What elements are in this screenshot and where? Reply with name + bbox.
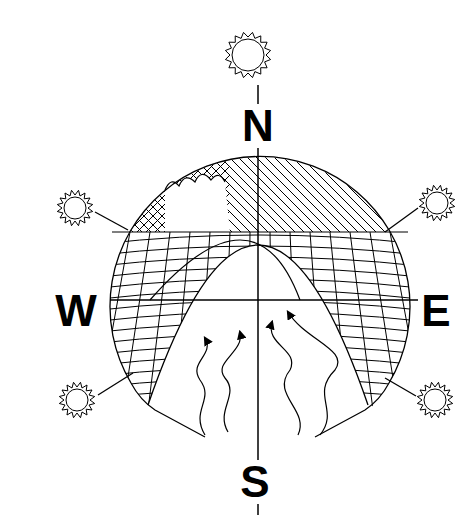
compass-letter: W bbox=[53, 289, 99, 333]
sun-symbol bbox=[426, 192, 448, 214]
sun-symbol bbox=[57, 190, 92, 225]
grid-line bbox=[100, 257, 420, 266]
grid-line bbox=[100, 367, 420, 376]
grid-line bbox=[100, 279, 420, 288]
sun-symbol bbox=[424, 389, 446, 411]
compass-letter: N bbox=[240, 104, 276, 148]
grid-line bbox=[100, 334, 420, 343]
grid-line bbox=[100, 323, 420, 332]
sun-symbol bbox=[59, 382, 94, 417]
grid-line bbox=[100, 301, 420, 310]
grid-line bbox=[248, 232, 250, 410]
grid-line bbox=[100, 268, 420, 277]
grid-line bbox=[98, 232, 130, 410]
compass-letter: E bbox=[419, 289, 452, 333]
sun-symbol bbox=[66, 389, 88, 411]
grid-line bbox=[350, 232, 373, 410]
grid-line bbox=[100, 356, 420, 365]
grid-line bbox=[148, 232, 170, 410]
sun-symbol bbox=[225, 32, 270, 77]
grid-line bbox=[198, 232, 210, 410]
grid-line bbox=[330, 232, 348, 410]
grid-line bbox=[100, 290, 420, 299]
grid-line bbox=[310, 232, 323, 410]
sun-symbol bbox=[232, 39, 264, 71]
grid-line bbox=[100, 389, 420, 398]
grid-line bbox=[100, 345, 420, 354]
sun-symbol bbox=[417, 382, 452, 417]
sun-symbol bbox=[419, 185, 454, 220]
grid-line bbox=[270, 232, 273, 410]
grid-line bbox=[123, 232, 150, 410]
grid-line bbox=[290, 232, 298, 410]
sun-symbol bbox=[64, 197, 86, 219]
grid-line bbox=[100, 312, 420, 321]
compass-letter: S bbox=[238, 460, 271, 504]
grid-line bbox=[100, 378, 420, 387]
